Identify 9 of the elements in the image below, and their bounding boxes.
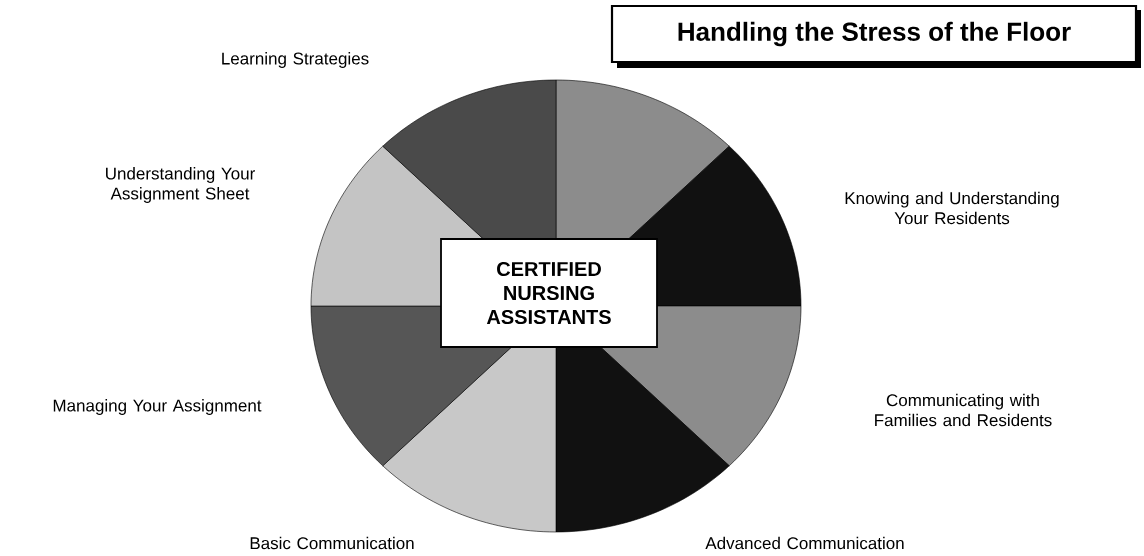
slice-label: Knowing and Understanding Your Residents — [845, 191, 1059, 225]
title-box: Handling the Stress of the Floor — [610, 4, 1141, 68]
center-box: CERTIFIED NURSING ASSISTANTS — [440, 238, 658, 348]
slice-label: Managing Your Assignment — [53, 399, 262, 415]
slice-label: Basic Communication — [250, 536, 414, 550]
slice-label: Understanding Your Assignment Sheet — [106, 167, 255, 203]
slice-label: Advanced Communication — [705, 536, 904, 550]
slice-label: Communicating with Families and Residents — [875, 393, 1052, 427]
slice-label: Learning Strategies — [222, 52, 369, 68]
